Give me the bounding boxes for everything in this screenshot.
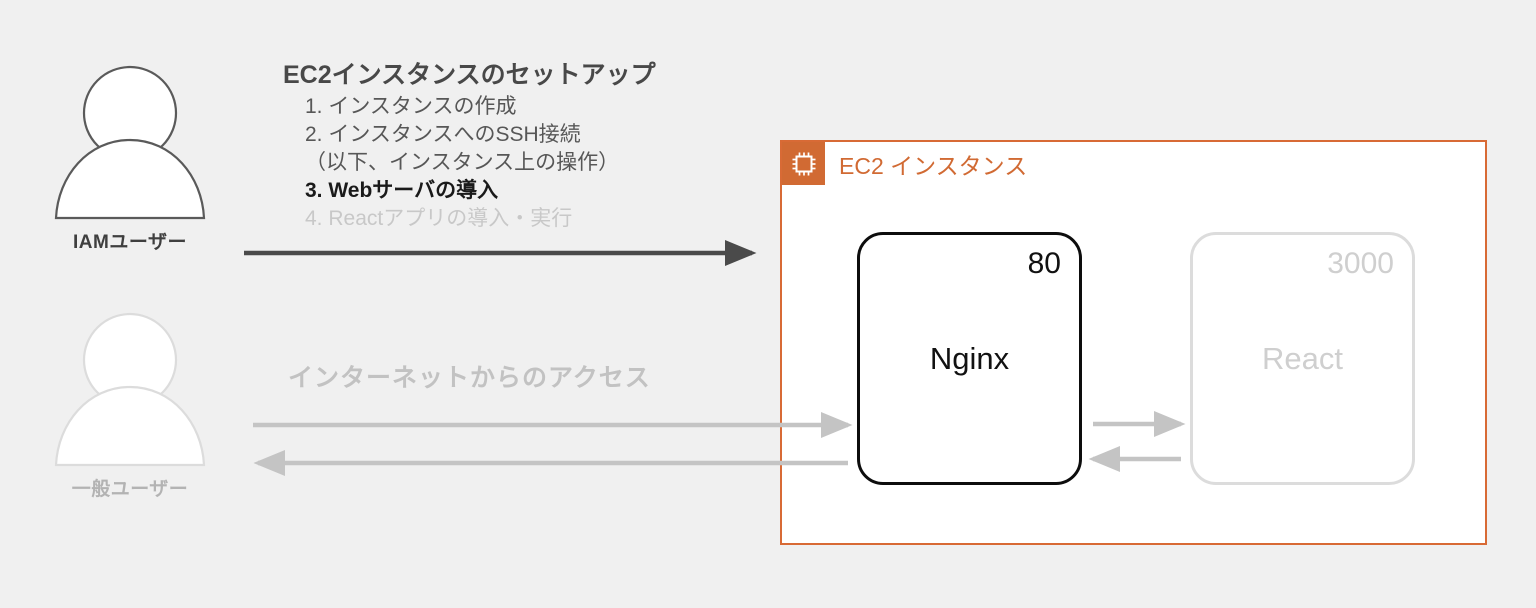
ec2-instance-title: EC2 インスタンス [839,152,1028,179]
ec2-instance-header: EC2 インスタンス [782,142,1027,185]
setup-steps-list: EC2インスタンスのセットアップ 1. インスタンスの作成 2. インスタンスへ… [283,60,743,233]
service-name-react: React [1262,340,1343,376]
setup-steps-title: EC2インスタンスのセットアップ [283,61,656,89]
setup-step-1: 1. インスタンスの作成 [305,95,517,119]
setup-step-note: （以下、インスタンス上の操作） [305,151,620,175]
actor-general-user-label: 一般ユーザー [71,479,189,500]
setup-step-2: 2. インスタンスへのSSH接続 [305,123,581,147]
chip-icon-glyph [792,152,815,175]
setup-step-4: 4. Reactアプリの導入・実行 [305,206,573,230]
chip-icon [782,142,825,185]
person-icon [54,65,206,220]
service-box-react: 3000 React [1190,232,1415,485]
person-icon [54,312,206,467]
service-name-nginx: Nginx [929,340,1010,376]
actor-general-user: 一般ユーザー [30,305,230,501]
service-box-nginx: 80 Nginx [857,232,1082,485]
actor-iam-user-label: IAMユーザー [73,232,187,253]
service-port-nginx: 80 [1027,247,1061,280]
service-port-react: 3000 [1327,247,1394,280]
actor-iam-user: IAMユーザー [30,58,230,254]
internet-access-label: インターネットからのアクセス [288,364,651,392]
setup-step-3: 3. Webサーバの導入 [305,179,499,203]
